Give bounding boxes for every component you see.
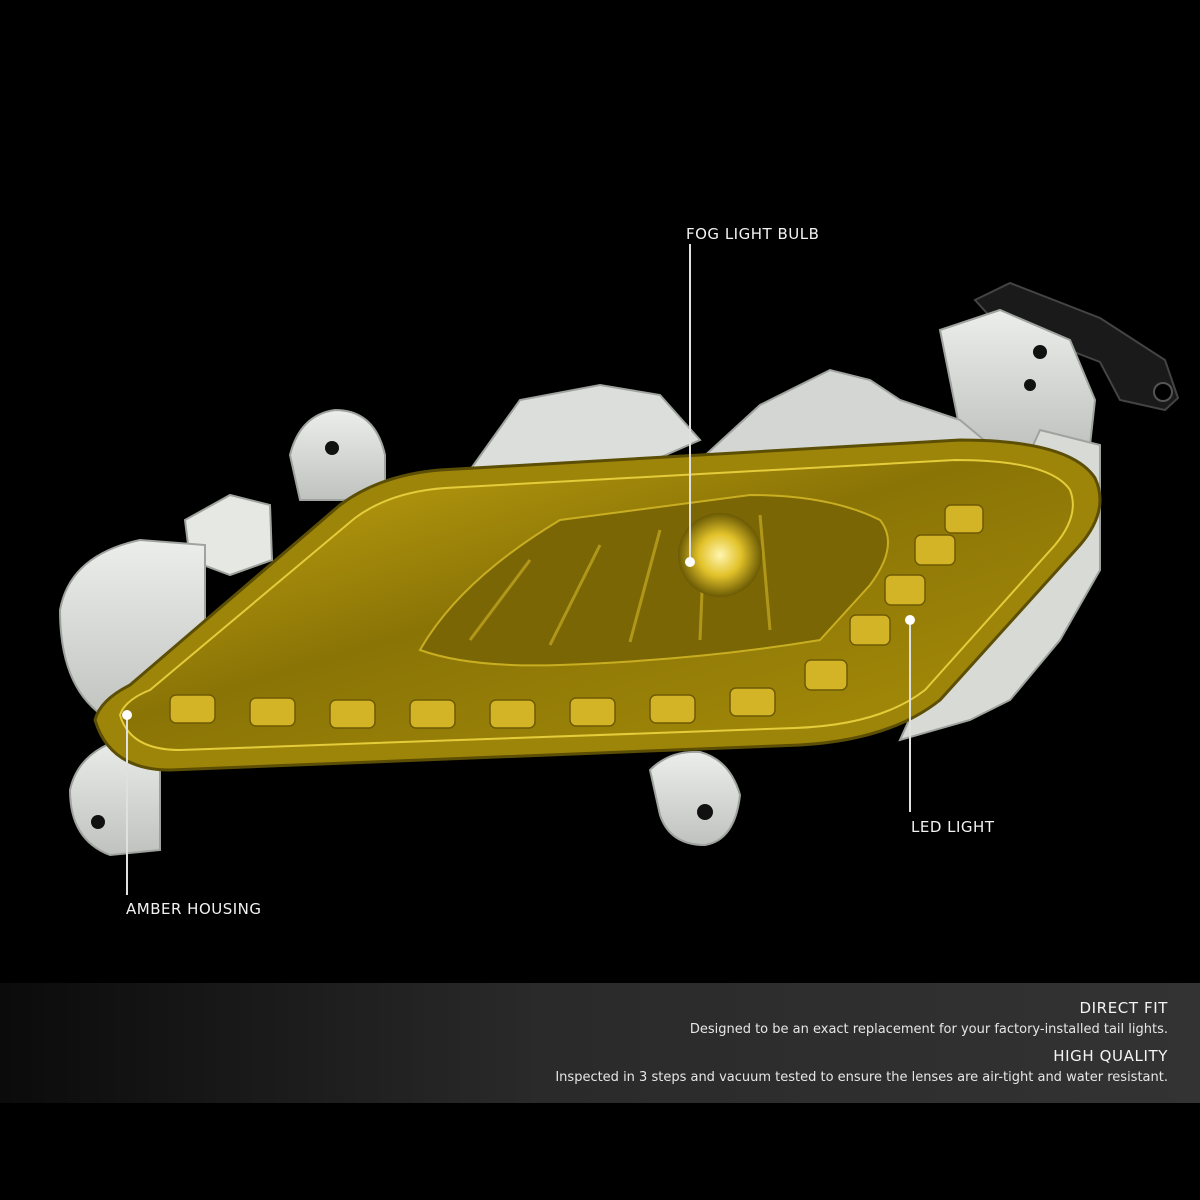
feature-direct-fit: DIRECT FIT Designed to be an exact repla… xyxy=(690,999,1168,1037)
feature-info-bar: DIRECT FIT Designed to be an exact repla… xyxy=(0,983,1200,1103)
feature-title: DIRECT FIT xyxy=(1079,999,1168,1017)
amber-housing-label: AMBER HOUSING xyxy=(126,900,262,918)
led-strip xyxy=(169,504,984,729)
fog-light-bulb-label: FOG LIGHT BULB xyxy=(686,225,820,243)
feature-high-quality: HIGH QUALITY Inspected in 3 steps and va… xyxy=(555,1047,1168,1085)
amber-lens xyxy=(93,438,1102,772)
feature-title: HIGH QUALITY xyxy=(1053,1047,1168,1065)
fog-bulb xyxy=(678,513,762,597)
feature-description: Inspected in 3 steps and vacuum tested t… xyxy=(555,1070,1168,1085)
callouts xyxy=(122,244,915,895)
led-light-label: LED LIGHT xyxy=(911,818,995,836)
feature-description: Designed to be an exact replacement for … xyxy=(689,1022,1168,1037)
